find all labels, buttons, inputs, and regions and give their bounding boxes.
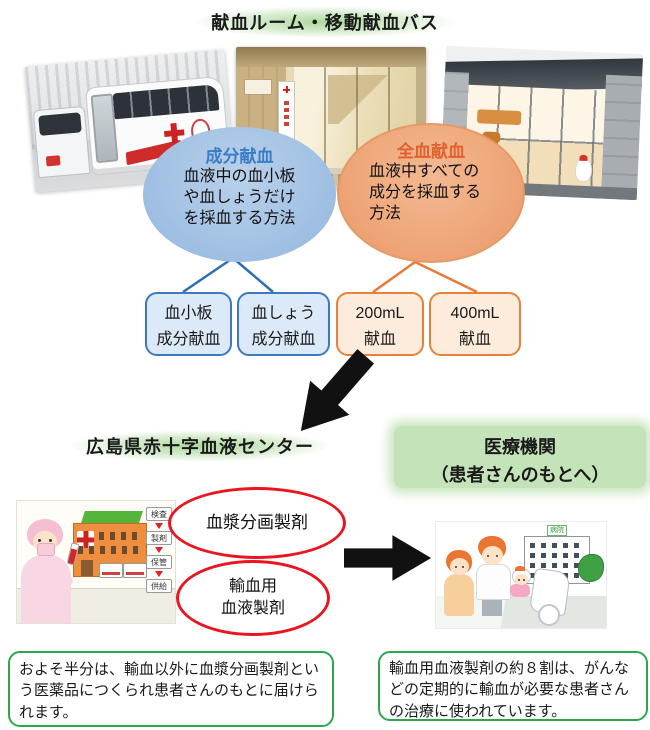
mother-face (450, 558, 469, 575)
down-arrow-icon (155, 571, 163, 577)
father-legs (482, 598, 502, 616)
product-label: 輸血用 (228, 578, 277, 596)
box-line: 400mL (450, 305, 500, 322)
mascot-figure (574, 157, 593, 183)
box-line: 200mL (355, 305, 405, 322)
component-donation-body-line: 血液中の血小板 (183, 168, 296, 185)
down-arrow-icon (155, 547, 163, 553)
product-label: 血漿分画製剤 (206, 512, 308, 532)
building-door (81, 560, 93, 576)
note-transfusion-usage: 輸血用血液製剤の約８割は、がんなどの定期的に輸血が必要な患者さんの治療に使われて… (378, 651, 648, 721)
entrance-banner (278, 81, 295, 141)
entrance-top-band (236, 47, 426, 67)
process-step-supply: 供給 (146, 579, 172, 593)
down-arrow-icon (155, 523, 163, 529)
component-donation-body-line: を採血する方法 (183, 209, 296, 227)
blood-center-label: 広島県赤十字血液センター (68, 430, 332, 462)
whole-blood-body-line: 方法 (369, 204, 402, 222)
box-line: 成分献血 (156, 331, 221, 348)
red-cross-icon (77, 531, 94, 548)
tree (578, 554, 604, 582)
storefront-right-pillar (601, 74, 643, 193)
product-label: 血液製剤 (220, 600, 285, 617)
child-face (515, 574, 528, 585)
process-steps-column: 検査 製剤 保管 供給 (145, 507, 173, 593)
whole-blood-body-line: 成分を採血する (369, 183, 482, 201)
father-body (476, 564, 511, 600)
process-step-manufacture: 製剤 (146, 531, 172, 545)
note-plasma-products: およそ半分は、輸血以外に血漿分画製剤という医薬品につくられ患者さんのもとに届けら… (8, 651, 334, 727)
illustration-blood-center: 検査 製剤 保管 供給 (16, 500, 176, 624)
whole-blood-body-line: 血液中すべての (369, 163, 480, 180)
box-plasma-donation: 血しょう 成分献血 (237, 292, 330, 356)
bus-windows (112, 84, 220, 120)
entrance-staircase (328, 75, 399, 124)
component-donation-title: 成分献血 (205, 147, 274, 166)
second-bus (32, 105, 91, 179)
box-platelet-donation: 血小板 成分献血 (145, 292, 232, 356)
whole-blood-donation-ellipse: 全血献血 血液中すべての 成分を採血する 方法 (337, 123, 525, 263)
box-line: 血しょう (251, 305, 316, 322)
process-step-storage: 保管 (146, 555, 172, 569)
technician-mask (37, 543, 55, 556)
child-body (510, 584, 530, 597)
product-transfusion-blood-ellipse: 輸血用 血液製剤 (176, 560, 330, 636)
product-plasma-derivatives-ellipse: 血漿分画製剤 (168, 487, 346, 559)
hospital-sign: 病院 (547, 525, 567, 536)
illustration-hospital-family: 病院 (435, 521, 607, 629)
component-donation-ellipse: 成分献血 血液中の血小板 や血しょうだけ を採血する方法 (143, 127, 336, 262)
whole-blood-donation-title: 全血献血 (397, 142, 465, 161)
father-face (482, 546, 503, 565)
blood-center-label-wrap: 広島県赤十字血液センター (40, 430, 360, 462)
banner-text-marks (284, 100, 289, 126)
medical-institution-line1: 医療機関 (484, 437, 556, 457)
right-arrow-icon (344, 530, 434, 588)
component-donation-body-line: や血しょうだけ (183, 188, 296, 206)
wheelchair-wheel (538, 604, 560, 626)
medical-institution-line2: （患者さんのもとへ） (430, 465, 610, 485)
page-title: 献血ルーム・移動献血バス (193, 6, 457, 38)
building-windows (99, 532, 143, 540)
box-line: 成分献血 (251, 331, 316, 348)
box-200ml-donation: 200mL 献血 (336, 292, 424, 356)
box-line: 献血 (458, 331, 491, 348)
red-cross-icon (283, 86, 290, 93)
building-windows (78, 546, 143, 554)
delivery-truck (123, 563, 147, 578)
entrance-sign (244, 79, 272, 95)
mother-body (444, 574, 474, 616)
delivery-truck (99, 563, 123, 578)
box-400ml-donation: 400mL 献血 (429, 292, 521, 356)
storefront-interior-counter (476, 109, 522, 126)
medical-institution-label: 医療機関 （患者さんのもとへ） (394, 426, 646, 488)
box-line: 血小板 (164, 305, 213, 322)
page-title-wrap: 献血ルーム・移動献血バス (0, 6, 650, 38)
building-roof (81, 511, 143, 523)
box-line: 献血 (363, 331, 396, 348)
down-left-arrow-icon (278, 349, 388, 435)
